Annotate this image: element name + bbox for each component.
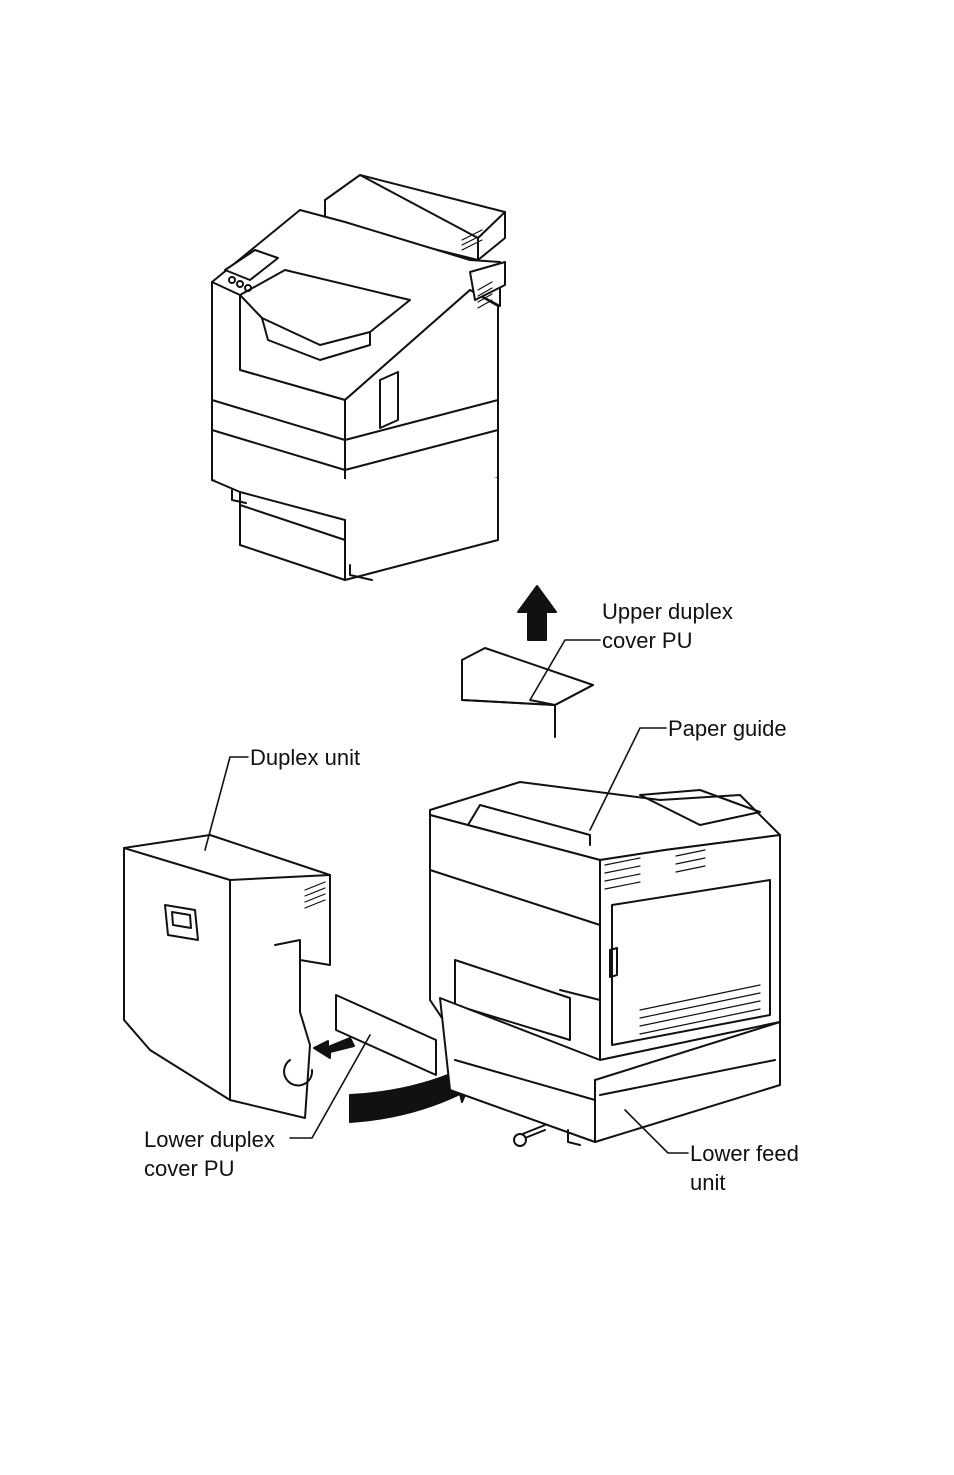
label-lower-feed-unit-line1: Lower feed — [690, 1141, 799, 1166]
label-duplex-unit: Duplex unit — [250, 743, 360, 772]
side-vent-icon — [477, 281, 493, 309]
label-upper-duplex-cover: Upper duplex cover PU — [602, 597, 733, 655]
label-lower-duplex-cover-line1: Lower duplex — [144, 1127, 275, 1152]
upper-duplex-cover-part — [461, 647, 594, 738]
leader-paper-guide — [589, 727, 667, 831]
label-paper-guide-line1: Paper guide — [668, 716, 787, 741]
label-upper-duplex-cover-line2: cover PU — [602, 628, 693, 653]
rear-vent-icon — [604, 849, 761, 1035]
vent-grille-icon — [461, 229, 483, 251]
rear-printer — [429, 781, 781, 1147]
label-duplex-unit-line1: Duplex unit — [250, 745, 361, 770]
duplex-unit-part — [123, 834, 331, 1119]
pull-arrow-icon — [313, 1037, 355, 1059]
leader-lower-duplex — [289, 1034, 371, 1139]
assembled-printer — [211, 174, 506, 581]
leader-duplex-unit — [204, 756, 249, 851]
label-lower-duplex-cover-line2: cover PU — [144, 1156, 235, 1181]
label-lower-feed-unit: Lower feed unit — [690, 1139, 799, 1197]
lower-duplex-cover-part — [335, 994, 437, 1076]
duplex-vent-icon — [304, 881, 326, 909]
leader-lower-feed — [624, 1109, 689, 1154]
label-upper-duplex-cover-line1: Upper duplex — [602, 599, 733, 624]
label-lower-feed-unit-line2: unit — [690, 1170, 726, 1195]
leader-lines — [204, 639, 689, 1154]
label-paper-guide: Paper guide — [668, 714, 787, 743]
lift-arrow-icon — [517, 585, 557, 641]
leader-upper-duplex — [529, 639, 601, 701]
label-lower-duplex-cover: Lower duplex cover PU — [144, 1125, 275, 1183]
